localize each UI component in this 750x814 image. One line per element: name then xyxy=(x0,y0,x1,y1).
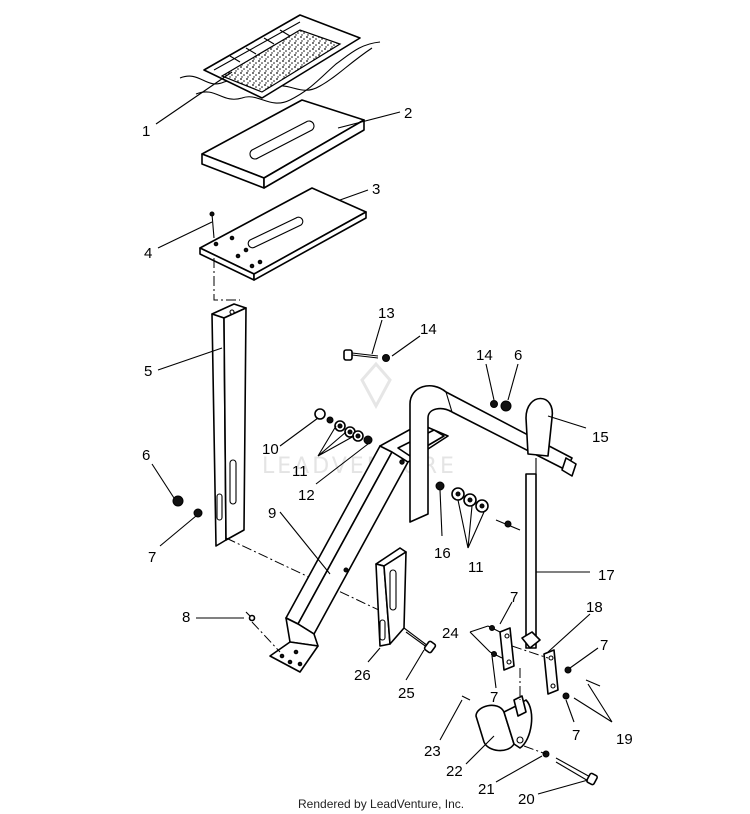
callout-7-lower: 7 xyxy=(490,689,498,706)
callout-9: 9 xyxy=(268,505,276,522)
callout-23: 23 xyxy=(424,743,441,760)
slotted-plate-part xyxy=(375,547,407,647)
callout-5: 5 xyxy=(144,363,152,380)
callout-7-bottom: 7 xyxy=(572,727,580,744)
callout-6: 6 xyxy=(142,447,150,464)
callout-20: 20 xyxy=(518,791,535,808)
callout-12: 12 xyxy=(298,487,315,504)
callout-1: 1 xyxy=(142,123,150,140)
credit-text: Rendered by LeadVenture, Inc. xyxy=(298,797,464,811)
callout-6-right: 6 xyxy=(514,347,522,364)
callout-15: 15 xyxy=(592,429,609,446)
knob-part xyxy=(525,397,554,457)
callout-16: 16 xyxy=(434,545,451,562)
callout-3: 3 xyxy=(372,181,380,198)
leader-lines xyxy=(151,71,613,795)
callout-labels: 1 2 3 4 5 6 7 8 9 10 11 12 13 14 14 6 15… xyxy=(142,105,633,808)
pin-part xyxy=(245,611,256,622)
callout-14-right: 14 xyxy=(476,347,493,364)
callout-7: 7 xyxy=(148,549,156,566)
callout-7-upper: 7 xyxy=(510,589,518,606)
bolt-25-part xyxy=(403,627,437,654)
floor-mat-part xyxy=(179,14,381,104)
callout-21: 21 xyxy=(478,781,495,798)
clevis-right-part xyxy=(543,649,601,700)
clevis-left-part xyxy=(487,625,515,671)
callout-26: 26 xyxy=(354,667,371,684)
screw-part xyxy=(209,211,215,239)
rod-part xyxy=(521,473,541,649)
washer-part-right xyxy=(490,400,498,408)
callout-10: 10 xyxy=(262,441,279,458)
callout-24: 24 xyxy=(442,625,459,642)
washer-stack-right xyxy=(435,481,521,531)
callout-25: 25 xyxy=(398,685,415,702)
callout-17: 17 xyxy=(598,567,615,584)
lever-part xyxy=(461,695,533,752)
nut-part xyxy=(172,495,184,507)
pad-part xyxy=(201,99,365,189)
callout-19: 19 xyxy=(616,731,633,748)
callout-2: 2 xyxy=(404,105,412,122)
plate-part xyxy=(199,187,367,281)
callout-13: 13 xyxy=(378,305,395,322)
callout-22: 22 xyxy=(446,763,463,780)
washer-stack-part xyxy=(314,408,373,445)
nut-part-right xyxy=(500,400,512,412)
callout-14: 14 xyxy=(420,321,437,338)
washer-part xyxy=(193,508,203,518)
callout-11: 11 xyxy=(292,463,308,480)
callout-11-right: 11 xyxy=(468,559,484,576)
callout-8: 8 xyxy=(182,609,190,626)
callout-7-right: 7 xyxy=(600,637,608,654)
bracket-part xyxy=(211,303,247,547)
callout-4: 4 xyxy=(144,245,152,262)
bolt-20-part xyxy=(542,750,598,786)
bolt-part xyxy=(343,349,390,362)
callout-18: 18 xyxy=(586,599,603,616)
